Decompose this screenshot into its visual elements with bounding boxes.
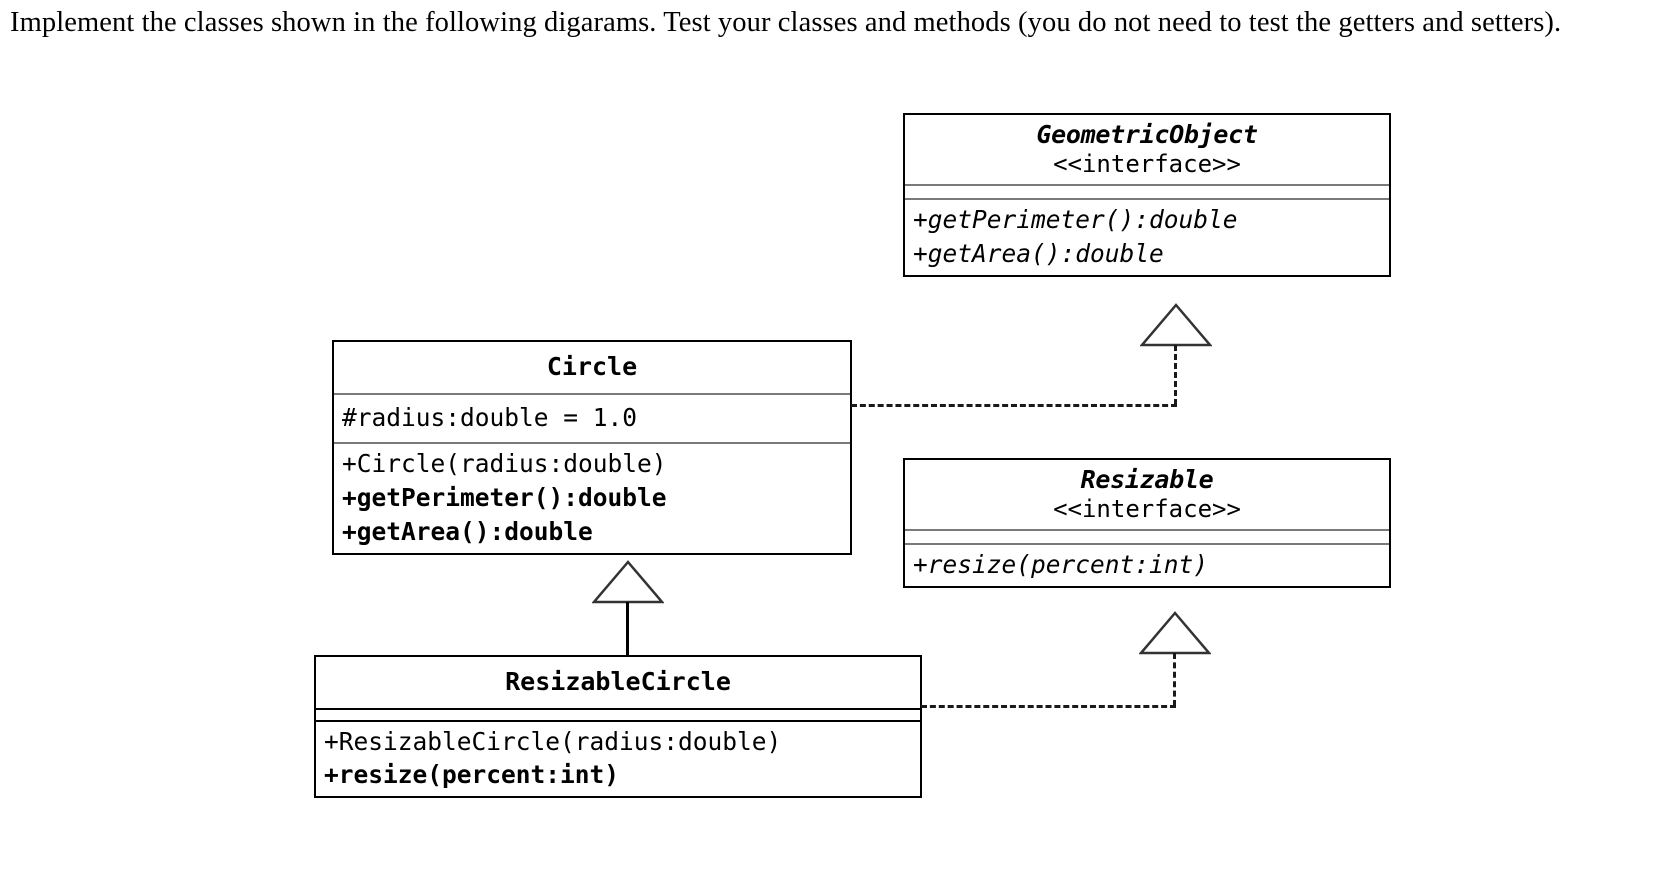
class-method: +getArea():double (342, 516, 593, 546)
class-name-geometricobject: GeometricObject (1036, 120, 1258, 149)
compartment-separator (905, 198, 1389, 201)
class-header-resizable: Resizable <<interface>> (905, 460, 1389, 529)
class-header-circle: Circle (334, 342, 850, 393)
class-name-resizablecircle: ResizableCircle (505, 667, 731, 696)
compartment-separator (905, 529, 1389, 532)
class-method: +Circle(radius:double) (342, 449, 667, 479)
realization-line-horizontal (921, 705, 1176, 708)
class-name-resizable: Resizable (1080, 465, 1214, 494)
attributes-compartment-geometricobject (905, 186, 1389, 198)
compartment-separator (334, 442, 850, 445)
generalization-line-vertical (626, 602, 629, 657)
compartment-separator (334, 392, 850, 395)
uml-class-box-resizablecircle: ResizableCircle +ResizableCircle(radius:… (314, 655, 922, 799)
class-method: +getPerimeter():double (342, 483, 667, 513)
class-stereotype-resizable: <<interface>> (1053, 494, 1241, 523)
compartment-separator (316, 707, 920, 710)
class-method: +resize(percent:int) (324, 760, 620, 790)
attributes-compartment-circle: #radius:double = 1.0 (334, 395, 850, 443)
compartment-separator (905, 184, 1389, 187)
class-header-geometricobject: GeometricObject <<interface>> (905, 115, 1389, 184)
uml-class-box-resizable: Resizable <<interface>> +resize(percent:… (903, 458, 1391, 589)
class-method: +getArea():double (913, 239, 1164, 269)
attributes-compartment-resizablecircle (316, 710, 920, 720)
class-name-circle: Circle (546, 352, 638, 381)
assignment-prompt-text: Implement the classes shown in the follo… (10, 7, 1562, 38)
class-method: +resize(percent:int) (913, 550, 1209, 580)
uml-class-box-geometricobject: GeometricObject <<interface>> +getPerime… (903, 113, 1391, 277)
class-method: +getPerimeter():double (913, 205, 1238, 235)
class-method: +ResizableCircle(radius:double) (324, 726, 782, 756)
methods-compartment-resizablecircle: +ResizableCircle(radius:double) +resize(… (316, 722, 920, 797)
compartment-separator (316, 719, 920, 722)
methods-compartment-resizable: +resize(percent:int) (905, 545, 1389, 586)
uml-class-diagram: GeometricObject <<interface>> +getPerime… (0, 95, 1669, 872)
attributes-compartment-resizable (905, 531, 1389, 543)
class-header-resizablecircle: ResizableCircle (316, 657, 920, 708)
class-stereotype-geometricobject: <<interface>> (1053, 149, 1241, 178)
realization-line-vertical (1173, 653, 1176, 706)
class-attribute: #radius:double = 1.0 (342, 402, 638, 432)
methods-compartment-geometricobject: +getPerimeter():double +getArea():double (905, 200, 1389, 275)
realization-line-horizontal (851, 404, 1177, 407)
methods-compartment-circle: +Circle(radius:double) +getPerimeter():d… (334, 444, 850, 552)
compartment-separator (905, 543, 1389, 546)
uml-class-box-circle: Circle #radius:double = 1.0 +Circle(radi… (332, 340, 852, 555)
realization-line-vertical (1174, 345, 1177, 405)
